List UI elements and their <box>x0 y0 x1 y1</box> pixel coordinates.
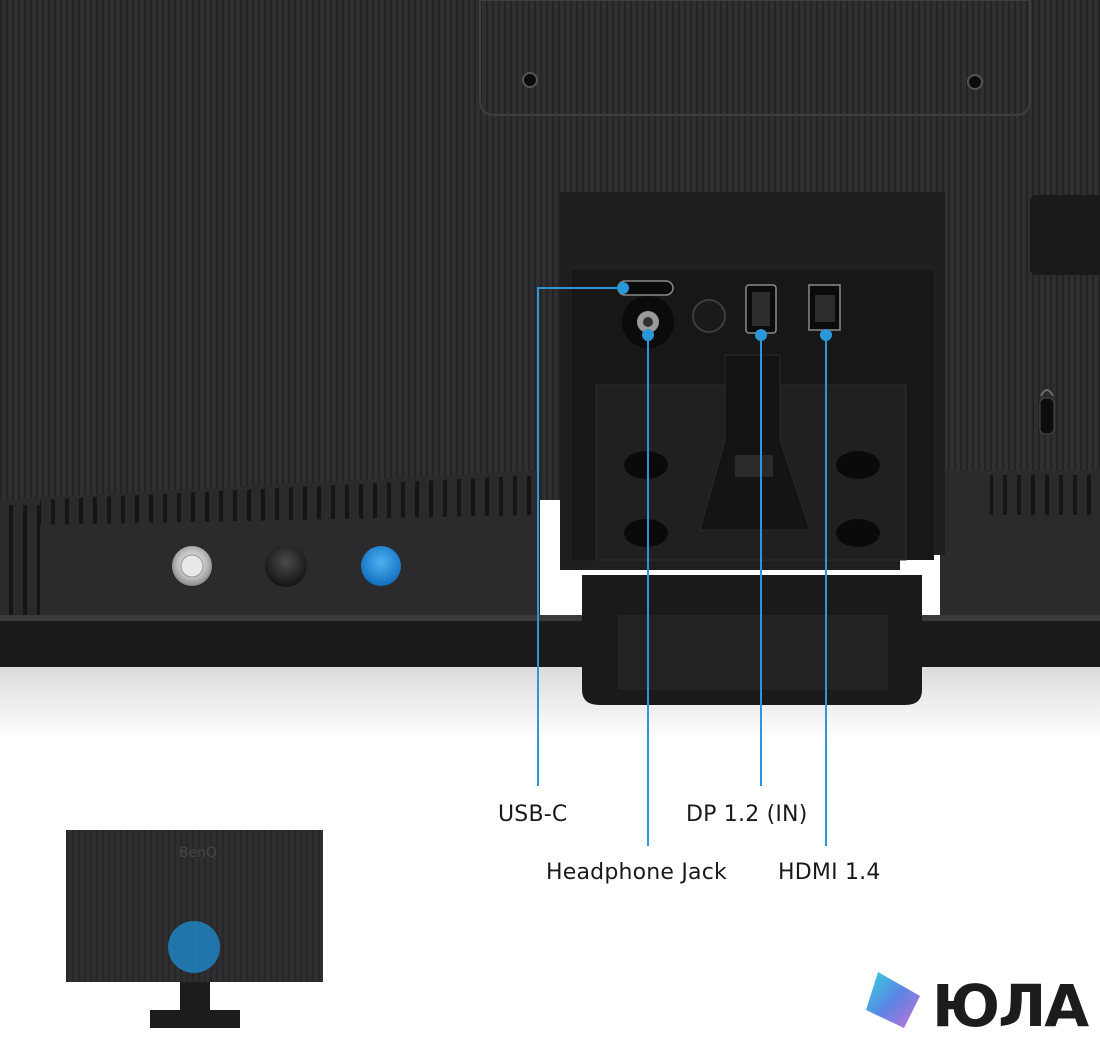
headphone-jack-port <box>622 296 674 348</box>
power-button-icon <box>172 546 212 586</box>
stand-neck <box>699 354 811 531</box>
port-highlight <box>168 921 220 973</box>
blue-button-icon <box>361 546 401 586</box>
screw-cap <box>692 299 726 333</box>
vent-strip-right <box>990 475 1100 515</box>
floor-shadow <box>0 660 1100 740</box>
vesa-plate <box>479 0 1031 116</box>
hdmi-label: HDMI 1.4 <box>778 860 881 885</box>
displayport-port <box>745 284 777 334</box>
bottom-bezel <box>0 615 1100 667</box>
dp-label: DP 1.2 (IN) <box>686 802 808 827</box>
side-fixture <box>1030 195 1100 275</box>
joystick-icon <box>265 545 307 587</box>
vent-strip-edge <box>0 505 40 615</box>
yula-logo-icon <box>866 972 920 1028</box>
monitor-thumbnail: BenQ <box>66 830 323 1028</box>
callout-dots <box>617 282 832 341</box>
headphone-jack-label: Headphone Jack <box>546 860 727 885</box>
thumbnail-brand: BenQ <box>179 845 217 861</box>
hdmi-port <box>808 284 841 331</box>
callout-lines <box>537 287 827 846</box>
kensington-lock-icon <box>1039 389 1055 435</box>
logo-text: ЮЛА <box>932 972 1089 1040</box>
usb-c-label: USB-C <box>498 802 568 827</box>
vent-strip-left <box>40 475 540 525</box>
